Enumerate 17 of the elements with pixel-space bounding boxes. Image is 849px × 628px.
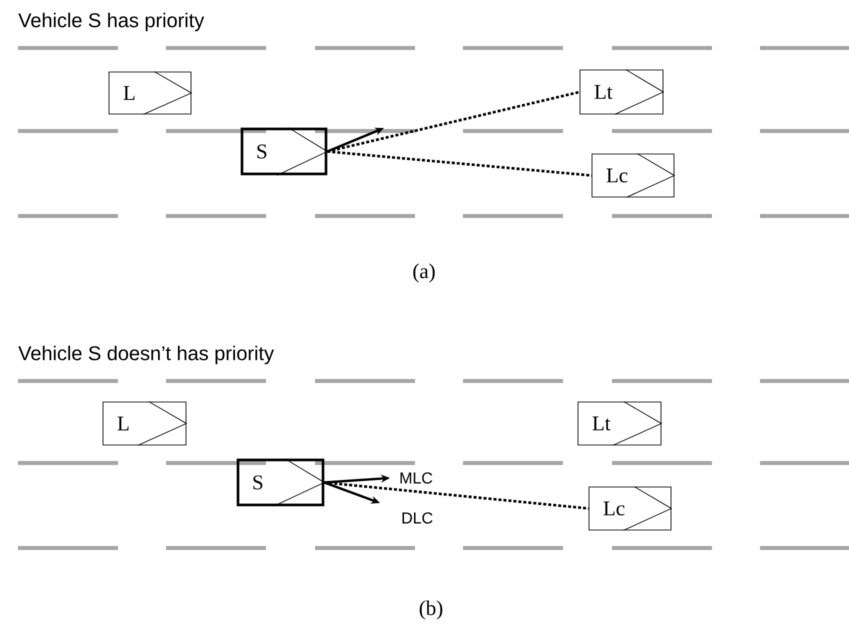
- car-box: Lc: [592, 153, 676, 198]
- car-box: S: [240, 127, 328, 176]
- car-box: Lt: [578, 401, 662, 446]
- panel-caption: (b): [420, 600, 442, 620]
- panel-caption: (a): [413, 264, 435, 282]
- car-box: Lt: [580, 69, 664, 115]
- dotted-line: [327, 90, 580, 153]
- car-box: Lc: [588, 486, 672, 531]
- dotted-line: [324, 481, 589, 510]
- edge-label: MLC: [398, 471, 434, 485]
- edge-label: DLC: [400, 511, 434, 525]
- panel-title: Vehicle S doesn’t has priority: [18, 346, 274, 364]
- car-box: S: [236, 458, 326, 507]
- dotted-line: [327, 150, 592, 177]
- car-box: L: [102, 401, 188, 446]
- panel-title: Vehicle S has priority: [18, 12, 204, 32]
- car-box: L: [108, 71, 192, 115]
